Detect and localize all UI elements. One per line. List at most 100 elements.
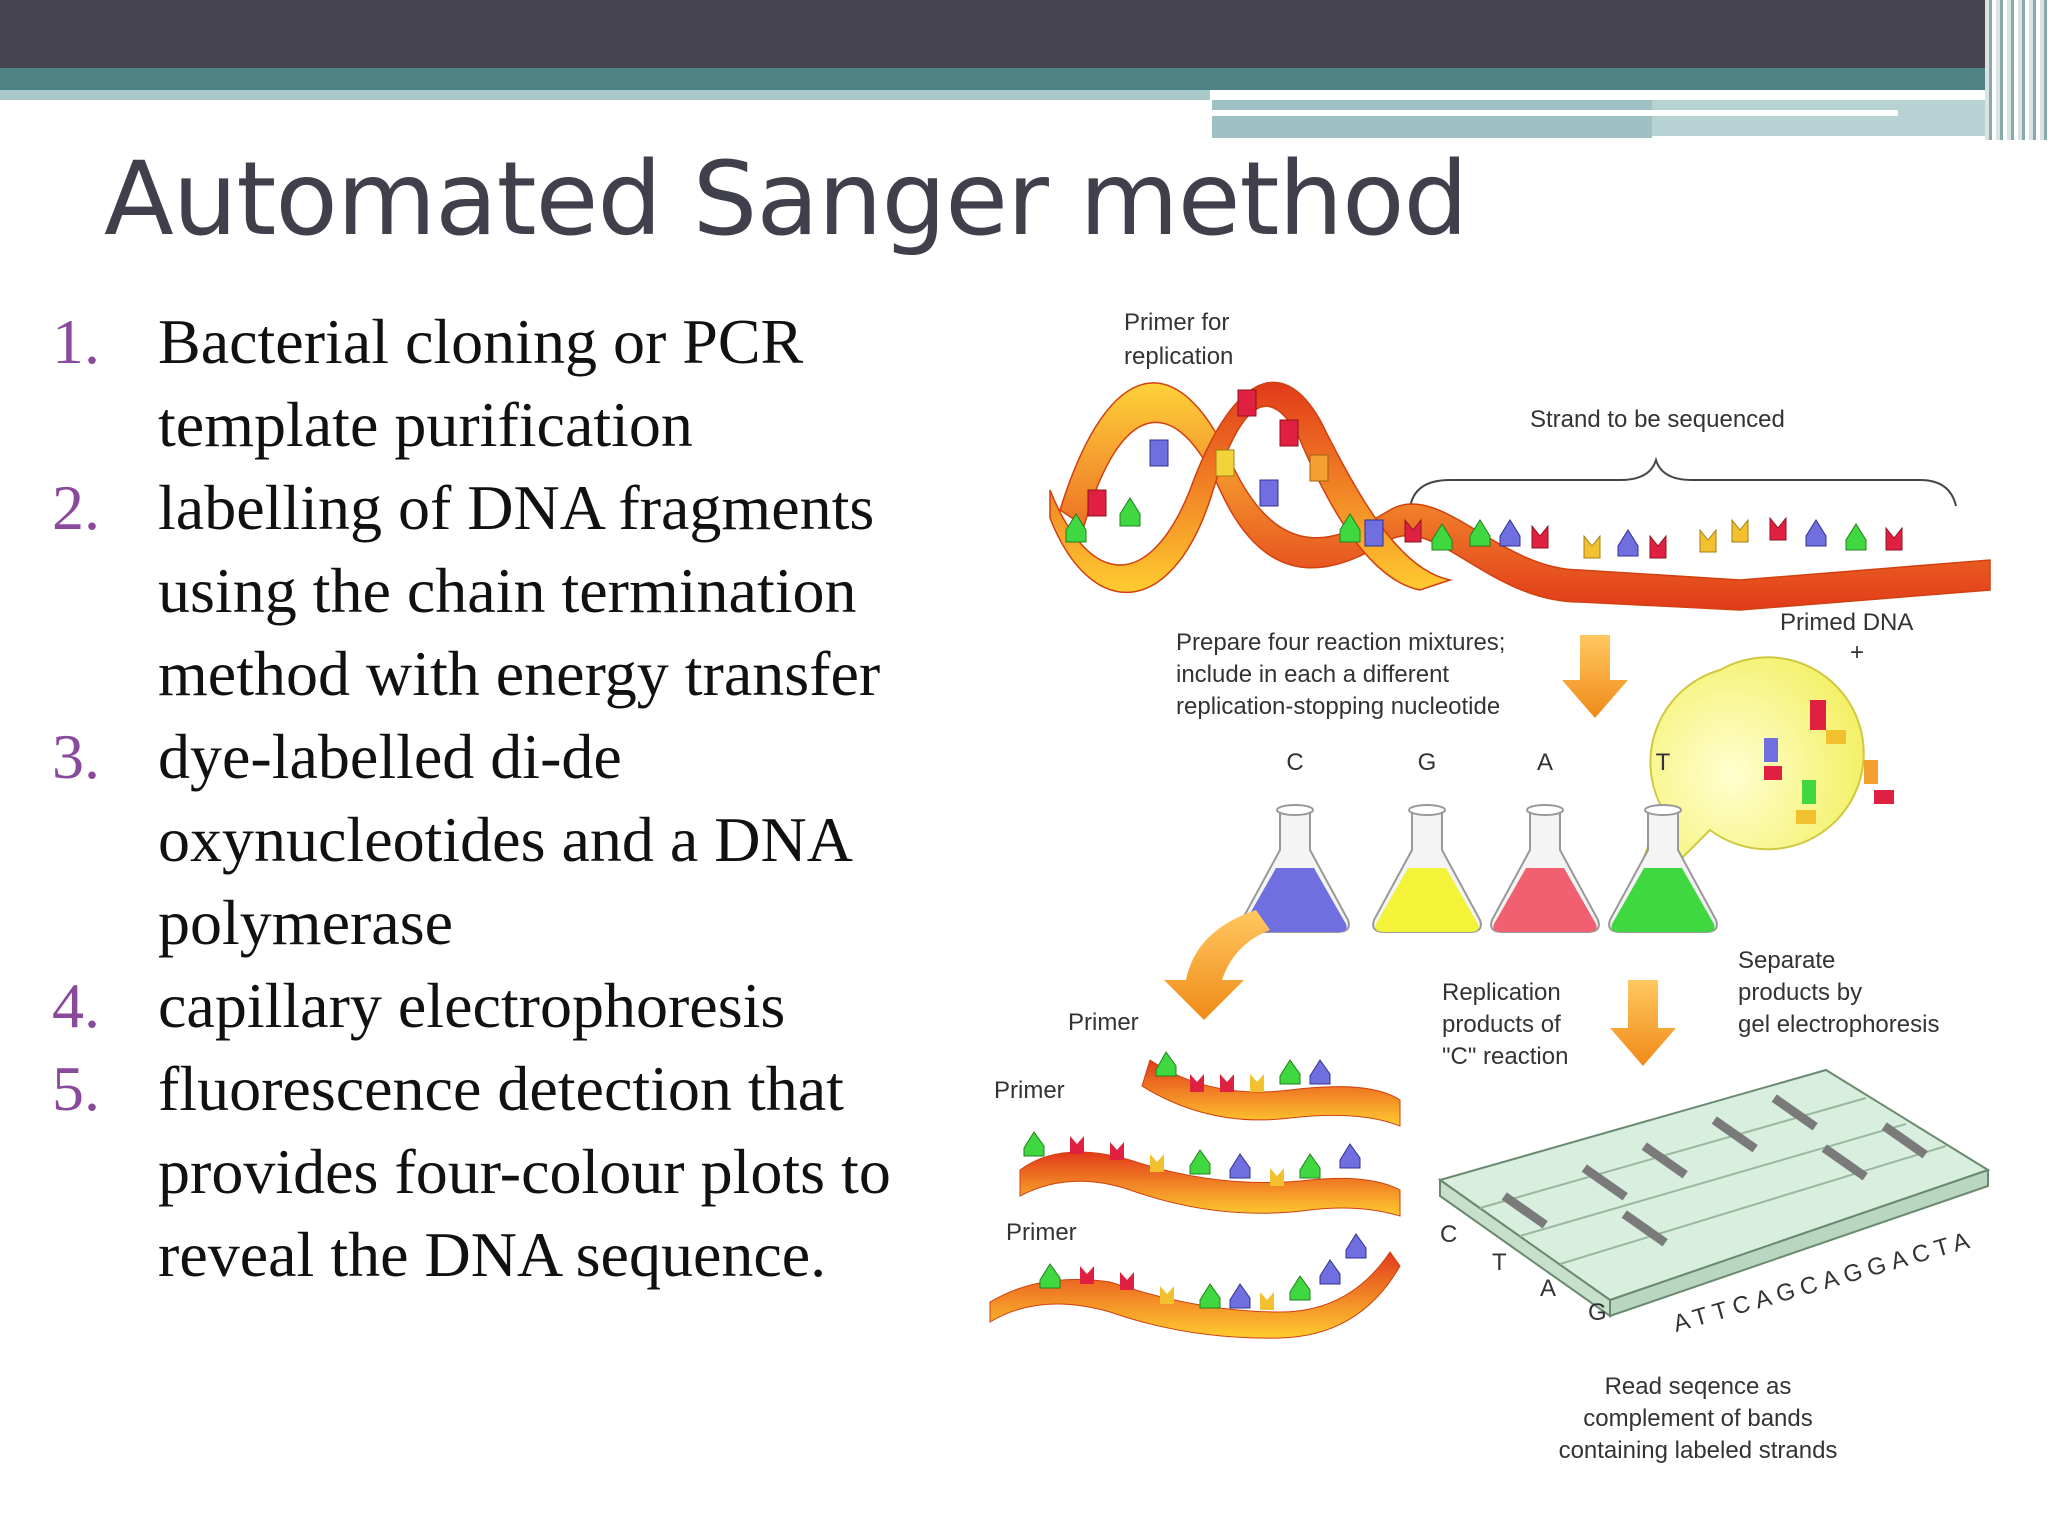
flask-rim xyxy=(1408,804,1446,816)
base-red xyxy=(1531,524,1549,549)
flask-label-a: A xyxy=(1537,749,1553,776)
step-item: 3. dye-labelled di-de oxynucleotides and… xyxy=(52,715,1012,964)
base-yellow xyxy=(1583,534,1601,559)
gel-band xyxy=(1641,1142,1688,1179)
base-yellow xyxy=(1731,518,1749,543)
base-yellow xyxy=(1150,1154,1164,1172)
base-blue xyxy=(1339,1143,1361,1169)
base-green xyxy=(1039,1263,1061,1289)
base-red xyxy=(1080,1266,1094,1284)
replication-products-label: products of xyxy=(1442,1011,1561,1038)
flask-label-t: T xyxy=(1656,749,1671,776)
product-strand xyxy=(1141,1059,1401,1127)
strand-to-be-sequenced-label: Strand to be sequenced xyxy=(1530,406,1785,433)
base-blue xyxy=(1345,1233,1367,1259)
base-blue xyxy=(1617,529,1639,557)
base-red xyxy=(1087,489,1107,517)
base-red xyxy=(1237,389,1257,417)
fragment xyxy=(1810,700,1826,730)
replication-products-label: "C" reaction xyxy=(1442,1043,1568,1070)
fragment xyxy=(1764,738,1778,762)
separate-products-label: Separate xyxy=(1738,947,1835,974)
header-light-bar-2 xyxy=(1212,100,1652,138)
separate-products-label: products by xyxy=(1738,979,1862,1006)
read-caption: complement of bands xyxy=(1583,1405,1812,1432)
base-yellow xyxy=(1215,449,1235,477)
gel-band xyxy=(1771,1094,1818,1131)
flask-liquid xyxy=(1243,868,1347,932)
base-red xyxy=(1279,419,1299,447)
base-green xyxy=(1155,1051,1177,1077)
base-blue xyxy=(1149,439,1169,467)
product-strand xyxy=(989,1251,1401,1339)
base-red xyxy=(1404,518,1422,543)
replication-products-label: Replication xyxy=(1442,979,1561,1006)
step-number: 4. xyxy=(52,970,100,1041)
gel-plate xyxy=(1437,1068,1991,1318)
header-stripes xyxy=(1985,0,2048,140)
base-blue xyxy=(1319,1259,1341,1285)
base-red xyxy=(1070,1136,1084,1154)
flask-rim xyxy=(1526,804,1564,816)
base-red xyxy=(1649,534,1667,559)
fragment xyxy=(1864,760,1878,784)
primer-for-replication-label: Primer for xyxy=(1124,309,1229,336)
base-blue xyxy=(1229,1283,1251,1309)
slide-title: Automated Sanger method xyxy=(104,140,1468,259)
primer-label: Primer xyxy=(1006,1219,1077,1246)
prepare-mixtures-label: replication-stopping nucleotide xyxy=(1176,693,1500,720)
base-red xyxy=(1110,1142,1124,1160)
base-green xyxy=(1299,1153,1321,1179)
base-green xyxy=(1289,1275,1311,1301)
base-green xyxy=(1023,1131,1045,1157)
gel-lane-label: T xyxy=(1492,1249,1507,1276)
base-red xyxy=(1120,1272,1134,1290)
step-number: 2. xyxy=(52,472,100,543)
step-text: capillary electrophoresis xyxy=(158,970,786,1041)
flask-rim xyxy=(1276,804,1314,816)
fragment xyxy=(1874,790,1894,804)
gel-band xyxy=(1881,1122,1928,1159)
base-red xyxy=(1885,526,1903,551)
helix-ribbon-front xyxy=(1049,381,1453,593)
step-number: 5. xyxy=(52,1053,100,1124)
base-blue xyxy=(1309,1059,1331,1085)
flask-label-c: C xyxy=(1286,749,1303,776)
primer-label: Primer xyxy=(994,1077,1065,1104)
primed-dna-bubble xyxy=(1621,656,1865,919)
flask-g xyxy=(1372,804,1482,933)
base-yellow xyxy=(1160,1286,1174,1304)
step-text: fluorescence detection that provides fou… xyxy=(158,1053,891,1290)
header-bar xyxy=(0,0,2048,68)
base-red xyxy=(1220,1074,1234,1092)
flask-liquid xyxy=(1375,868,1479,932)
gel-lane-label: C xyxy=(1440,1221,1457,1248)
flask-liquid xyxy=(1611,868,1715,932)
base-green xyxy=(1279,1059,1301,1085)
gel-band xyxy=(1621,1210,1668,1247)
base-blue xyxy=(1229,1153,1251,1179)
step-text: labelling of DNA fragments using the cha… xyxy=(158,472,881,709)
step-item: 1. Bacterial cloning or PCR template pur… xyxy=(52,300,1012,466)
strand-brace xyxy=(1409,456,1957,509)
header-accent-bar xyxy=(0,68,2048,90)
base-blue xyxy=(1364,519,1384,547)
flask-liquid xyxy=(1493,868,1597,932)
primed-dna-label: Primed DNA xyxy=(1780,609,1913,636)
base-green xyxy=(1199,1283,1221,1309)
gel-band xyxy=(1581,1164,1628,1201)
base-yellow xyxy=(1699,528,1717,553)
strand-bases xyxy=(1404,516,1903,559)
gel-lane xyxy=(1519,1123,1907,1237)
product-bases xyxy=(1023,1051,1367,1310)
flask-c xyxy=(1240,804,1350,933)
base-blue xyxy=(1805,519,1827,547)
base-blue xyxy=(1499,519,1521,547)
base-red xyxy=(1769,516,1787,541)
plus-sign: + xyxy=(1850,639,1864,666)
fragment xyxy=(1802,780,1816,804)
primer-label: Primer xyxy=(1068,1009,1139,1036)
primer-for-replication-label: replication xyxy=(1124,343,1233,370)
bubble-fragments xyxy=(1764,700,1894,824)
fragment xyxy=(1764,766,1782,780)
